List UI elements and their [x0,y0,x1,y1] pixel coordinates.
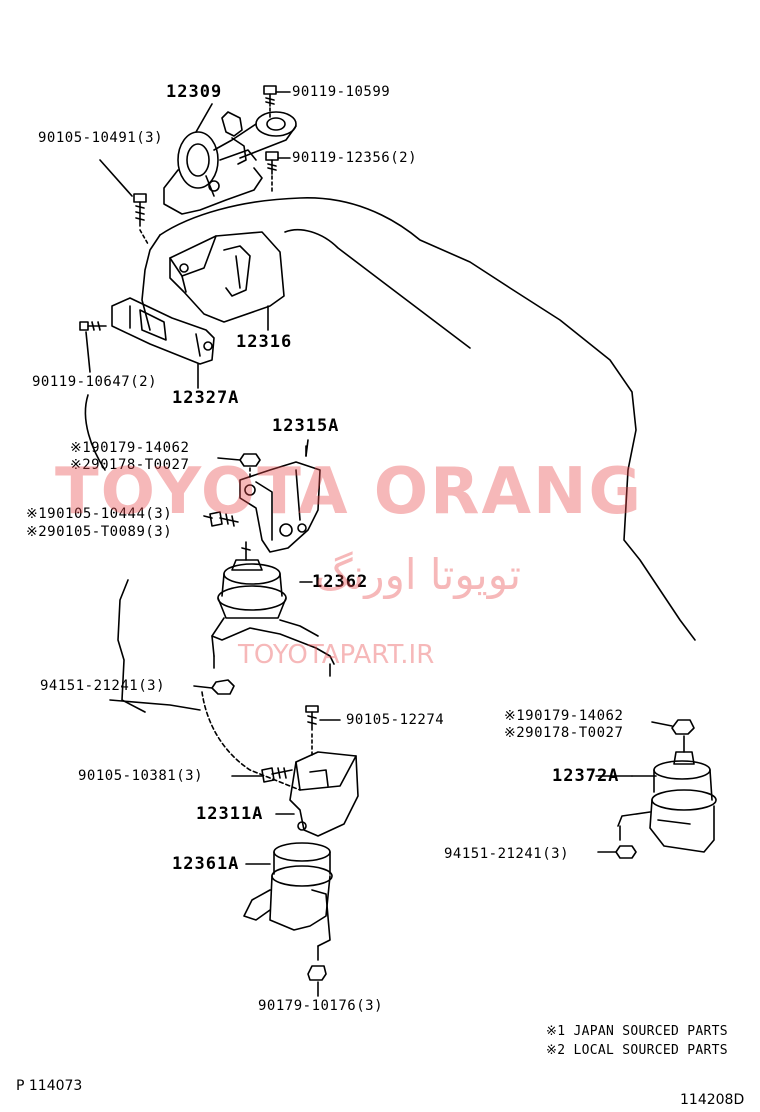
label-90178-T0027-right: ※290178-T0027 [504,725,624,741]
label-12361A: 12361A [172,854,240,874]
note-local-sourced: ※2 LOCAL SOURCED PARTS [546,1043,728,1058]
footer-right-code: 114208D [680,1092,745,1108]
watermark-brand: TOYOTA ORANG [55,455,644,529]
label-90105-12274: 90105-12274 [346,712,445,728]
bolt-90105-10491 [99,159,149,245]
engine-outline [84,197,696,713]
label-12362: 12362 [312,572,369,592]
label-12315A: 12315A [272,416,340,436]
nut-90179-14062-upper [217,453,261,481]
label-90105-T0089: ※290105-T0089(3) [26,524,173,540]
bolt-90105-10444 [203,511,239,527]
label-90179-10176: 90179-10176(3) [258,998,384,1014]
label-90119-12356: 90119-12356(2) [292,150,418,166]
part-12327A-bracket [111,297,215,389]
label-90105-10381: 90105-10381(3) [78,768,204,784]
part-12372A-mount [617,719,717,853]
bolt-90119-10599 [263,85,277,119]
part-12315A-bracket [239,445,321,553]
label-12316: 12316 [236,332,293,352]
nut-94151-21241-right [597,845,637,859]
label-12311A: 12311A [196,804,264,824]
label-94151-21241-right: 94151-21241(3) [444,846,570,862]
label-94151-21241-left: 94151-21241(3) [40,678,166,694]
leader-lines [195,91,633,777]
label-90119-10599: 90119-10599 [292,84,391,100]
part-12362-engine-mount [211,541,335,677]
bolt-90105-12274 [305,705,341,757]
bolt-90105-10381 [231,767,293,783]
nut-94151-21241-left [193,679,301,791]
note-japan-sourced: ※1 JAPAN SOURCED PARTS [546,1024,728,1039]
watermark-url: TOYOTAPART.IR [238,640,435,670]
label-90178-T0027-upper: ※290178-T0027 [70,457,190,473]
label-90179-14062-upper: ※190179-14062 [70,440,190,456]
bolt-90119-10647 [79,321,107,373]
label-12372A: 12372A [552,766,620,786]
nut-90179-10176 [307,965,327,997]
part-12316-bracket [169,231,285,331]
part-12311A-bracket [275,751,359,837]
part-12361A-mount [243,842,333,961]
footer-left-code: P 114073 [16,1078,83,1094]
label-90105-10444: ※190105-10444(3) [26,506,173,522]
label-90119-10647: 90119-10647(2) [32,374,158,390]
label-90105-10491: 90105-10491(3) [38,130,164,146]
watermark-farsi: تویوتا اورنگ [315,550,522,599]
label-90179-14062-right: ※190179-14062 [504,708,624,724]
label-12309: 12309 [166,82,223,102]
bolt-90119-12356 [265,151,279,193]
part-12309-torque-rod [163,111,297,215]
label-12327A: 12327A [172,388,240,408]
